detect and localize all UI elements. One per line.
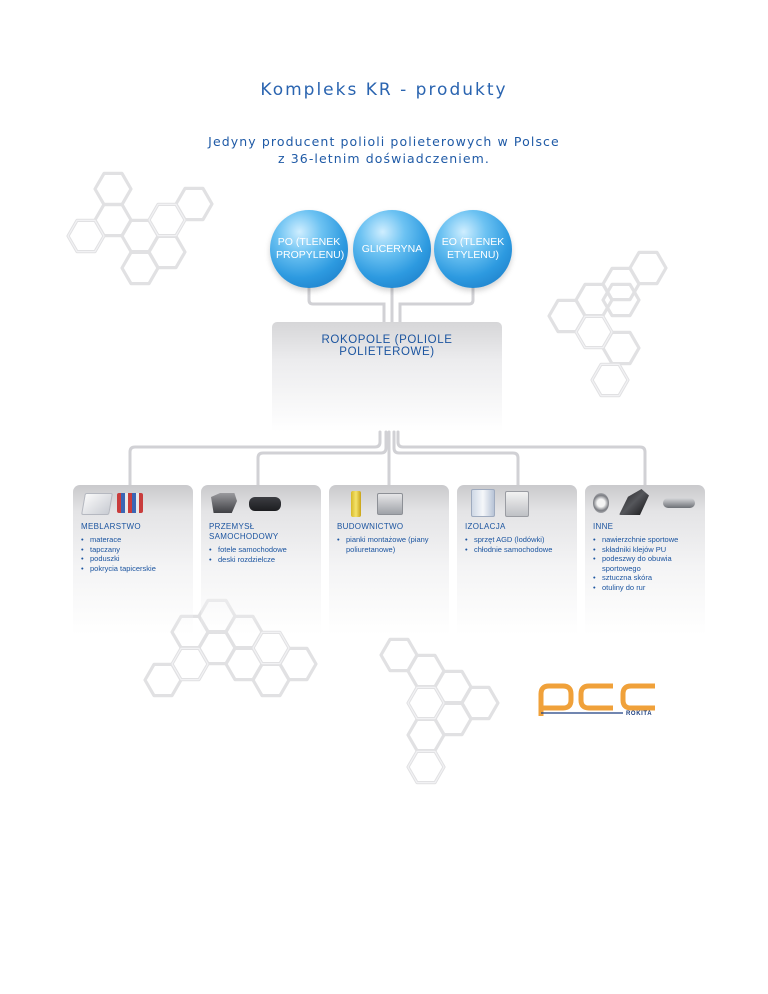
page-subtitle: Jedyny producent polioli polieterowych w… <box>0 133 768 167</box>
input-node-label: GLICERYNA <box>361 242 423 255</box>
fridge-image <box>471 489 495 517</box>
page-title: Kompleks KR - produkty <box>260 80 508 100</box>
list-item: otuliny do rur <box>593 583 703 593</box>
rokopole-label: ROKOPOLE (POLIOLE POLIETEROWE) <box>321 334 453 358</box>
shoe-image <box>619 489 649 515</box>
list-item: deski rozdzielcze <box>209 555 319 565</box>
list-item: materace <box>81 535 191 545</box>
list-item: pokrycia tapicerskie <box>81 564 191 574</box>
list-item: pianki montażowe (piany poliuretanowe) <box>337 535 447 554</box>
window-frame-image <box>377 493 403 515</box>
pcc-rokita-logo: ROKITA <box>537 680 661 720</box>
list-item: fotele samochodowe <box>209 545 319 555</box>
car-seat-image <box>211 493 237 513</box>
input-node-label: PO (TLENEK PROPYLENU) <box>276 236 345 261</box>
input-node-label: EO (TLENEK ETYLENU) <box>441 236 505 261</box>
category-meblarstwo: MEBLARSTWO materace tapczany poduszki po… <box>73 485 193 635</box>
foam-can-image <box>351 491 361 517</box>
category-list: materace tapczany poduszki pokrycia tapi… <box>81 535 191 573</box>
list-item: podeszwy do obuwia sportowego <box>593 554 703 573</box>
category-izolacja: IZOLACJA sprzęt AGD (lodówki) chłodnie s… <box>457 485 577 635</box>
list-item: tapczany <box>81 545 191 555</box>
category-przemysl-samochodowy: PRZEMYSŁ SAMOCHODOWY fotele samochodowe … <box>201 485 321 635</box>
category-list: sprzęt AGD (lodówki) chłodnie samochodow… <box>465 535 575 554</box>
category-inne: INNE nawierzchnie sportowe składniki kle… <box>585 485 705 635</box>
rokopole-node: ROKOPOLE (POLIOLE POLIETEROWE) <box>272 322 502 432</box>
upholstery-image <box>117 493 143 513</box>
input-node-glicerynа: GLICERYNA <box>353 210 431 288</box>
list-item: sztuczna skóra <box>593 573 703 583</box>
list-item: składniki klejów PU <box>593 545 703 555</box>
pcc-logo-mark <box>538 683 655 716</box>
mattress-image <box>81 493 113 515</box>
category-budownictwo: BUDOWNICTWO pianki montażowe (piany poli… <box>329 485 449 635</box>
pipe-insulation-image <box>663 498 695 508</box>
subtitle-line: z 36-letnim doświadczeniem. <box>277 151 490 166</box>
category-heading: IZOLACJA <box>465 522 506 531</box>
list-item: sprzęt AGD (lodówki) <box>465 535 575 545</box>
category-list: nawierzchnie sportowe składniki klejów P… <box>593 535 703 592</box>
subtitle-line: Jedyny producent polioli polieterowych w… <box>208 134 560 149</box>
category-heading: PRZEMYSŁ SAMOCHODOWY <box>209 522 279 541</box>
list-item: chłodnie samochodowe <box>465 545 575 555</box>
cold-truck-image <box>505 491 529 517</box>
category-list: fotele samochodowe deski rozdzielcze <box>209 545 319 564</box>
logo-tagline: ROKITA <box>626 711 653 717</box>
input-node-eo: EO (TLENEK ETYLENU) <box>434 210 512 288</box>
category-heading: MEBLARSTWO <box>81 522 141 531</box>
dashboard-image <box>249 497 281 511</box>
list-item: poduszki <box>81 554 191 564</box>
list-item: nawierzchnie sportowe <box>593 535 703 545</box>
input-node-po: PO (TLENEK PROPYLENU) <box>270 210 348 288</box>
category-heading: INNE <box>593 522 614 531</box>
category-heading: BUDOWNICTWO <box>337 522 404 531</box>
category-list: pianki montażowe (piany poliuretanowe) <box>337 535 447 554</box>
sport-surface-image <box>593 493 609 513</box>
